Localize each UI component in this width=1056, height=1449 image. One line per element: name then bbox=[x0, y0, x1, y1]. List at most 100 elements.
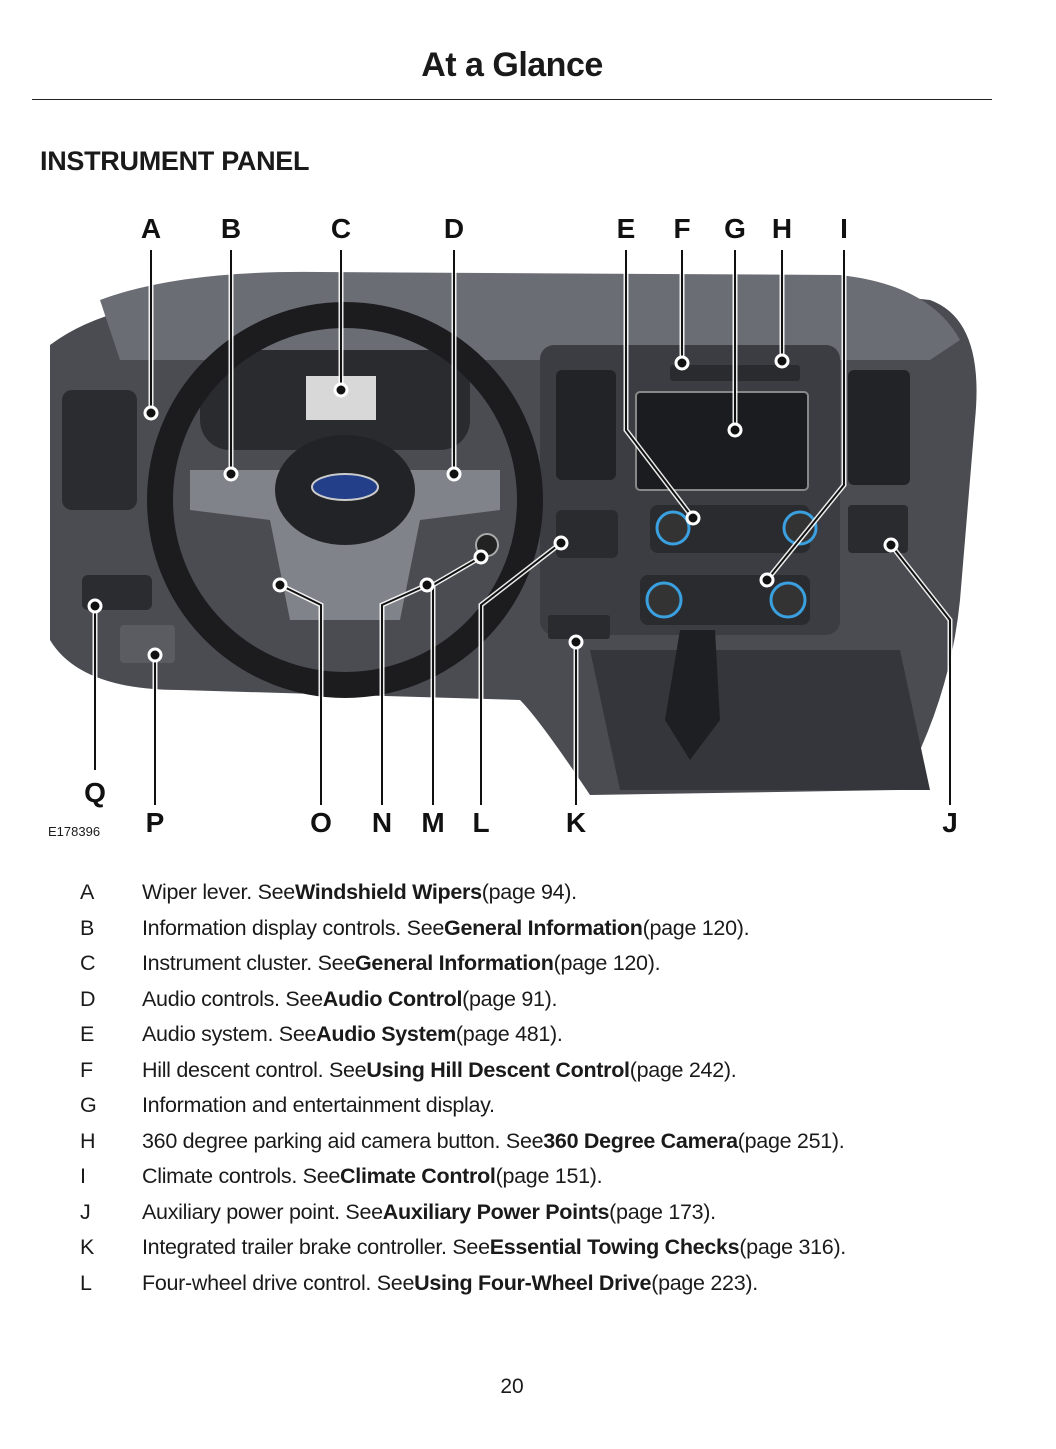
center-console bbox=[590, 650, 930, 790]
legend-text: Hill descent control. See bbox=[142, 1057, 367, 1082]
callout-b: B bbox=[221, 213, 241, 244]
callout-c: C bbox=[331, 213, 351, 244]
legend-text: Auxiliary power point. See bbox=[142, 1199, 383, 1224]
legend-item: H 360 degree parking aid camera button. S… bbox=[78, 1124, 1038, 1160]
callout-h: H bbox=[772, 213, 792, 244]
legend-key: K bbox=[80, 1235, 95, 1260]
legend-text: Information and entertainment display. bbox=[142, 1093, 495, 1118]
legend-link: Windshield Wipers bbox=[294, 880, 482, 905]
climate-knob-right bbox=[769, 581, 807, 619]
callout-g: G bbox=[724, 213, 746, 244]
legend-page: (page 173). bbox=[609, 1199, 716, 1224]
callout-a: A bbox=[141, 213, 161, 244]
page-title: At a Glance bbox=[421, 46, 603, 84]
legend-key: A bbox=[80, 880, 95, 905]
legend-page: (page 316). bbox=[739, 1235, 846, 1260]
audio-knob-right bbox=[782, 510, 818, 546]
legend-list: A Wiper lever. See Windshield Wipers (pag… bbox=[78, 875, 1038, 1301]
gear-shifter bbox=[665, 630, 720, 760]
legend-link: Audio System bbox=[316, 1022, 456, 1047]
legend-page: (page 223). bbox=[651, 1270, 758, 1295]
legend-page: (page 151). bbox=[495, 1164, 603, 1189]
callout-q: Q bbox=[84, 777, 106, 808]
legend-page: (page 120). bbox=[553, 951, 661, 976]
legend-link: Using Four-Wheel Drive bbox=[414, 1270, 652, 1295]
callout-o: O bbox=[310, 807, 332, 838]
legend-link: Auxiliary Power Points bbox=[382, 1199, 610, 1224]
legend-page: (page 94). bbox=[481, 880, 577, 905]
dashboard-top bbox=[100, 271, 960, 360]
instrument-panel-diagram: A B C D E F G H I Q P O N M L K J bbox=[50, 213, 977, 838]
legend-key: D bbox=[80, 986, 96, 1011]
legend-text: Four-wheel drive control. See bbox=[142, 1270, 415, 1295]
legend-text: Instrument cluster. See bbox=[142, 951, 355, 976]
legend-item: K Integrated trailer brake controller. Se… bbox=[78, 1230, 1038, 1266]
legend-item: B Information display controls. See Gener… bbox=[78, 911, 1038, 947]
legend-link: Essential Towing Checks bbox=[489, 1235, 740, 1260]
callout-m: M bbox=[421, 807, 444, 838]
legend-link: 360 Degree Camera bbox=[543, 1128, 738, 1153]
ford-logo bbox=[311, 473, 379, 501]
legend-text: Integrated trailer brake controller. See bbox=[142, 1235, 490, 1260]
callout-j: J bbox=[942, 807, 958, 838]
page-number: 20 bbox=[500, 1375, 524, 1398]
callout-f: F bbox=[673, 213, 690, 244]
legend-link: General Information bbox=[444, 915, 643, 940]
legend-page: (page 120). bbox=[642, 915, 750, 940]
legend-text: Audio system. See bbox=[142, 1022, 317, 1047]
legend-item: J Auxiliary power point. See Auxiliary Po… bbox=[78, 1195, 1038, 1231]
legend-item: G Information and entertainment display. bbox=[78, 1088, 1038, 1124]
trailer-brake-controller bbox=[548, 615, 610, 639]
callout-k: K bbox=[566, 807, 586, 838]
callout-d: D bbox=[444, 213, 464, 244]
legend-link: Climate Control bbox=[340, 1164, 496, 1189]
legend-link: General Information bbox=[354, 951, 554, 976]
legend-page: (page 91). bbox=[462, 986, 558, 1011]
legend-key: H bbox=[80, 1128, 96, 1153]
legend-text: Audio controls. See bbox=[142, 986, 323, 1011]
legend-key: I bbox=[80, 1164, 86, 1189]
legend-key: J bbox=[80, 1199, 91, 1224]
center-vent-left bbox=[556, 370, 616, 480]
left-vent bbox=[62, 390, 137, 510]
legend-key: F bbox=[80, 1057, 93, 1082]
callout-e: E bbox=[617, 213, 636, 244]
legend-key: E bbox=[80, 1022, 95, 1047]
legend-page: (page 481). bbox=[455, 1022, 563, 1047]
right-vent bbox=[848, 370, 910, 485]
callout-i: I bbox=[840, 213, 848, 244]
steering-wheel bbox=[147, 302, 543, 698]
legend-item: A Wiper lever. See Windshield Wipers (pag… bbox=[78, 875, 1038, 911]
legend-page: (page 242). bbox=[629, 1057, 737, 1082]
callout-dots bbox=[87, 353, 899, 663]
section-title: INSTRUMENT PANEL bbox=[40, 146, 310, 176]
parking-brake-release bbox=[120, 625, 175, 663]
callout-p: P bbox=[146, 807, 165, 838]
legend-text: 360 degree parking aid camera button. Se… bbox=[142, 1128, 544, 1153]
legend-item: I Climate controls. See Climate Control (… bbox=[78, 1159, 1038, 1195]
power-point-panel bbox=[848, 505, 908, 553]
callout-l: L bbox=[472, 807, 489, 838]
callout-n: N bbox=[372, 807, 392, 838]
legend-item: C Instrument cluster. See General Informa… bbox=[78, 946, 1038, 982]
legend-text: Information display controls. See bbox=[142, 915, 445, 940]
climate-panel bbox=[640, 575, 810, 625]
legend-key: L bbox=[80, 1270, 92, 1295]
legend-text: Wiper lever. See bbox=[142, 880, 295, 905]
legend-text: Climate controls. See bbox=[142, 1164, 341, 1189]
legend-link: Audio Control bbox=[322, 986, 463, 1011]
four-wheel-drive-knob bbox=[556, 510, 618, 558]
legend-item: L Four-wheel drive control. See Using Fou… bbox=[78, 1266, 1038, 1302]
climate-knob-left bbox=[645, 581, 683, 619]
legend-key: G bbox=[80, 1093, 97, 1118]
legend-key: B bbox=[80, 915, 95, 940]
callout-lines-dark bbox=[94, 250, 951, 805]
legend-item: E Audio system. See Audio System (page 48… bbox=[78, 1017, 1038, 1053]
figure-code: E178396 bbox=[48, 824, 101, 839]
legend-page: (page 251). bbox=[737, 1128, 845, 1153]
header-rule bbox=[32, 99, 992, 100]
audio-knob-left bbox=[655, 510, 691, 546]
legend-key: C bbox=[80, 951, 96, 976]
